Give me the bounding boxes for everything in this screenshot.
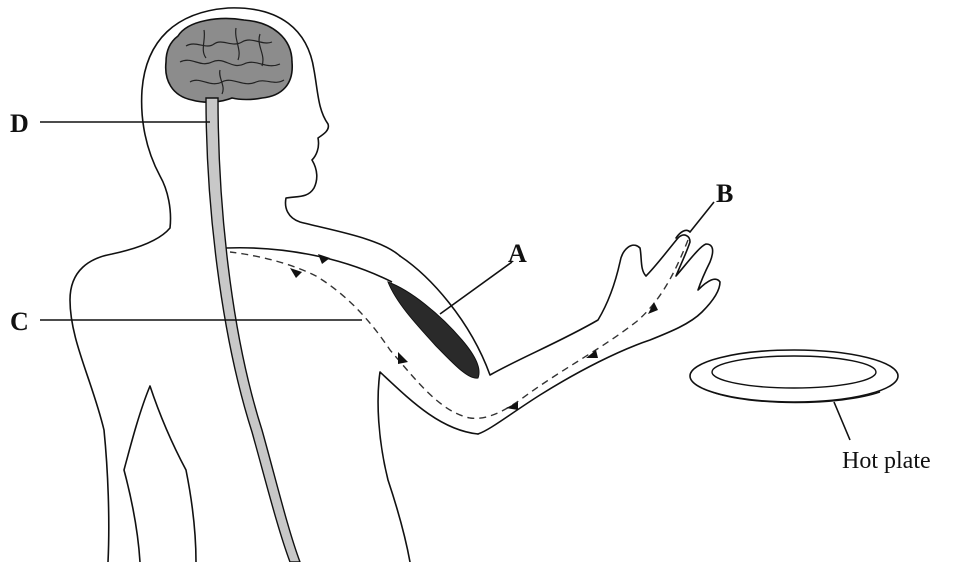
hot-plate-rim (690, 350, 898, 402)
arm-inner-edge (378, 372, 478, 562)
label-a: A (508, 239, 527, 268)
brain (166, 19, 293, 103)
spinal-cord (206, 98, 300, 562)
motor-neuron-path (226, 248, 392, 282)
motor-neuron-arrow (318, 254, 330, 264)
label-c: C (10, 307, 29, 336)
hot-plate-leader (834, 402, 850, 440)
hot-plate (690, 350, 898, 403)
label-b: B (716, 179, 733, 208)
label-a-leader (440, 262, 512, 314)
hot-plate-inner (712, 356, 876, 388)
sensory-arrow-forearm (586, 350, 598, 358)
sensory-arrow-elbow (506, 402, 518, 410)
hot-plate-caption: Hot plate (842, 448, 931, 474)
label-d: D (10, 109, 29, 138)
sensory-arrow-upperarm (398, 352, 408, 364)
torso-inner-edge (124, 386, 196, 562)
label-b-leader (690, 202, 714, 232)
